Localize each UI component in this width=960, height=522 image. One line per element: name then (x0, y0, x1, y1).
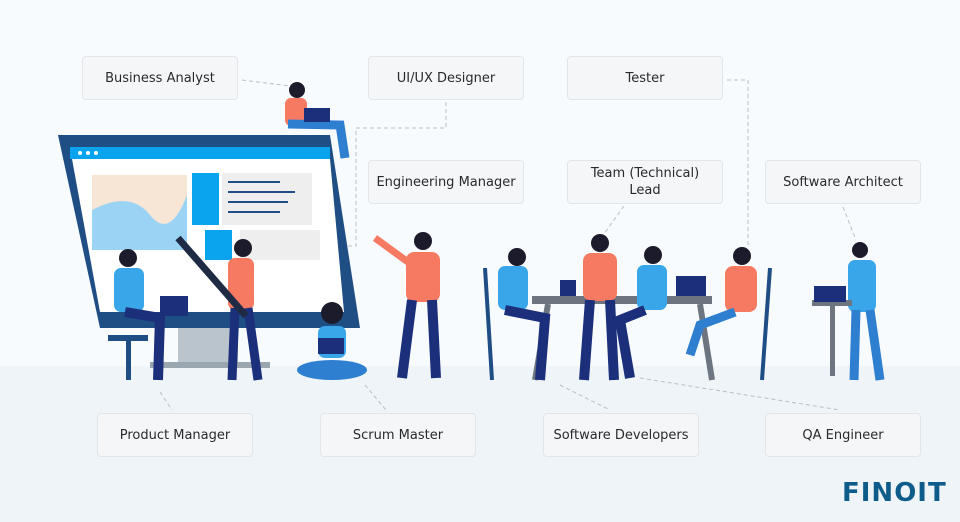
label-ui-ux-designer: UI/UX Designer (368, 56, 524, 100)
label-engineering-manager: Engineering Manager (368, 160, 524, 204)
connector-qa (639, 377, 841, 411)
connector-team-lead (603, 205, 625, 235)
connector-product-manager (159, 391, 173, 411)
label-software-architect: Software Architect (765, 160, 921, 204)
connector-architect (842, 206, 857, 241)
label-business-analyst: Business Analyst (82, 56, 238, 100)
connector-developers (559, 384, 611, 411)
people (108, 82, 885, 381)
label-product-manager: Product Manager (97, 413, 253, 457)
label-tester: Tester (567, 56, 723, 100)
label-software-developers: Software Developers (543, 413, 699, 457)
label-team-lead: Team (Technical) Lead (567, 160, 723, 204)
label-scrum-master: Scrum Master (320, 413, 476, 457)
finoit-logo: FINOIT (842, 478, 947, 508)
connector-tester (727, 79, 749, 248)
monitor (58, 135, 360, 368)
connector-business-analyst (241, 79, 291, 87)
label-qa-engineer: QA Engineer (765, 413, 921, 457)
connector-scrum-master (364, 384, 387, 411)
